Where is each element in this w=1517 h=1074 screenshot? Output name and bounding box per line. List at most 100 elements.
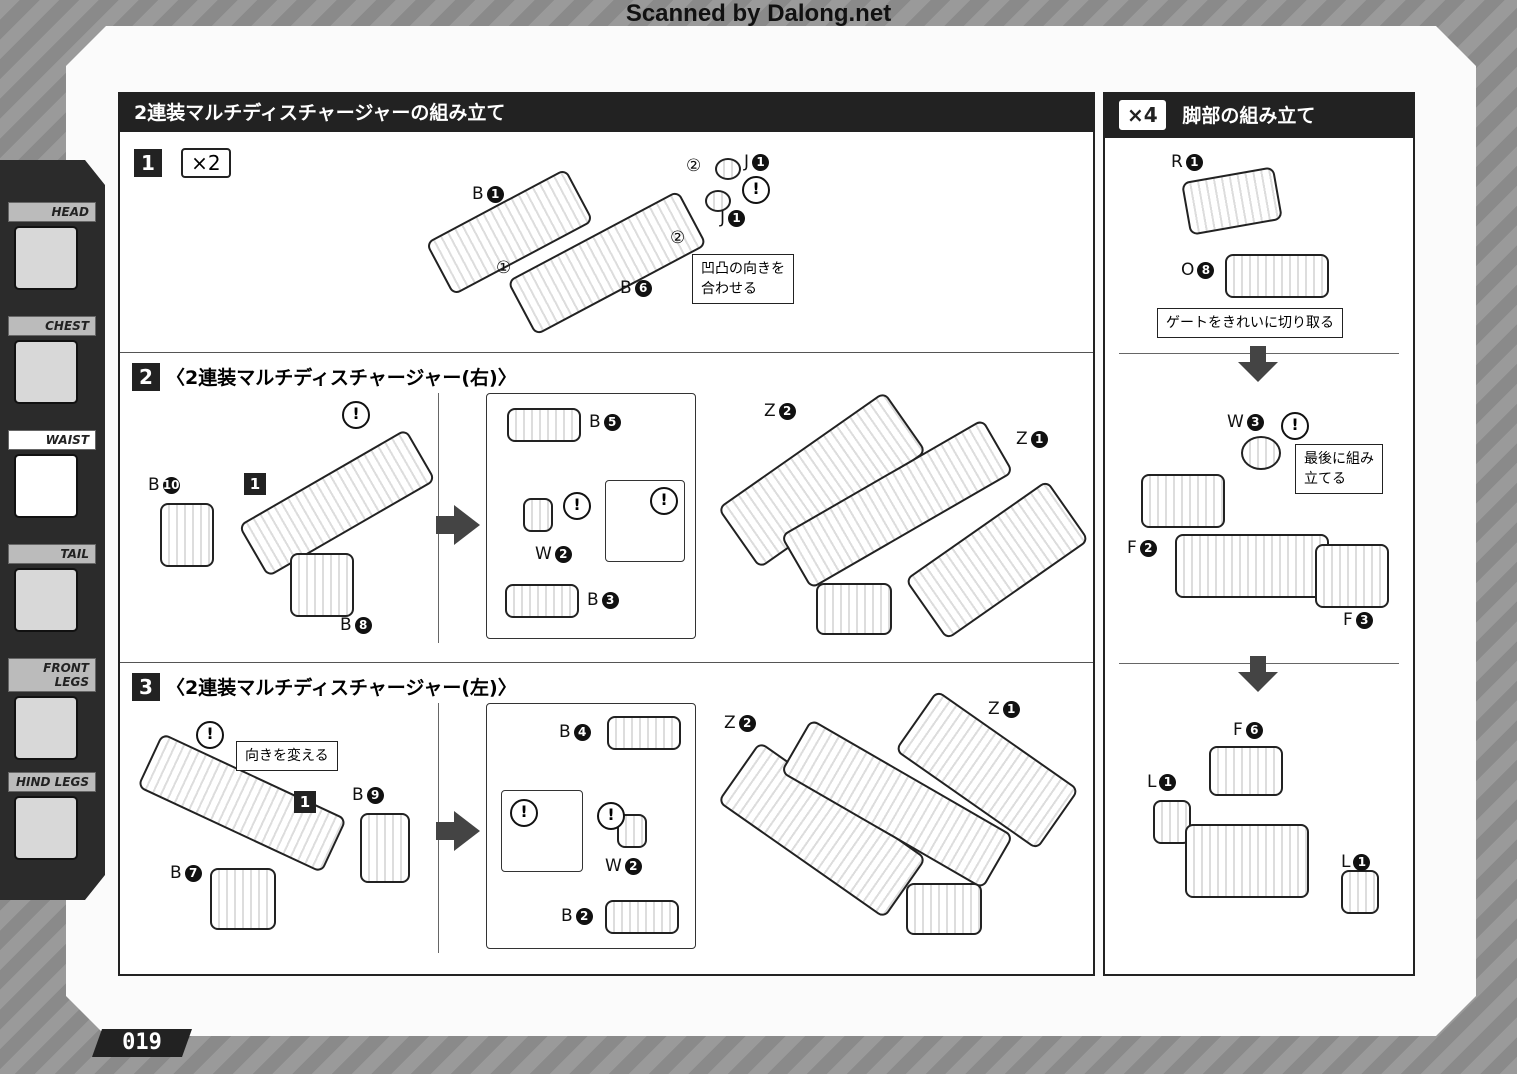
part-r1-claws [1181, 166, 1283, 236]
tail-icon [14, 568, 78, 632]
tab-hind-legs[interactable]: HIND LEGS [8, 772, 96, 860]
part-f2 [1141, 474, 1225, 528]
next-arrow-icon [436, 505, 480, 545]
part-w3 [1241, 436, 1281, 470]
part-b3 [505, 584, 579, 618]
section-header: ×4 脚部の組み立て [1105, 94, 1413, 138]
next-arrow-icon [436, 811, 480, 851]
warning-icon: ! [742, 176, 770, 204]
part-l1 [1153, 800, 1191, 844]
part-f6 [1209, 746, 1283, 796]
part-j1-ring [705, 190, 731, 212]
tab-tail[interactable]: TAIL [8, 544, 96, 632]
multiplier-badge: ×2 [181, 148, 231, 178]
part-b9 [360, 813, 410, 883]
tab-chest[interactable]: CHEST [8, 316, 96, 404]
subassembly-ref: 1 [244, 473, 266, 495]
front-legs-icon [14, 696, 78, 760]
part-f3 [1315, 544, 1389, 608]
down-arrow-icon [1238, 656, 1278, 692]
leg-assembly [1185, 824, 1309, 898]
tab-label: HIND LEGS [8, 772, 96, 792]
part-b2 [605, 900, 679, 934]
section-title: 2連装マルチディスチャージャーの組み立て [120, 94, 1093, 132]
assembly-step-marker: ① [496, 258, 512, 278]
tab-front-legs[interactable]: FRONT LEGS [8, 658, 96, 760]
warning-icon: ! [510, 799, 538, 827]
warning-icon: ! [597, 802, 625, 830]
tab-label: CHEST [8, 316, 96, 336]
part-b-block [906, 883, 982, 935]
page-number: 019 [92, 1029, 192, 1057]
step-heading: 3〈2連装マルチディスチャージャー(左)〉 [132, 673, 517, 701]
head-icon [14, 226, 78, 290]
warning-icon: ! [1281, 412, 1309, 440]
callout-align-notch: 凹凸の向きを 合わせる [692, 254, 794, 304]
part-l1 [1341, 870, 1379, 914]
down-arrow-icon [1238, 346, 1278, 382]
step-heading: 2〈2連装マルチディスチャージャー(右)〉 [132, 363, 517, 391]
step-number: 1 [134, 149, 162, 177]
chest-icon [14, 340, 78, 404]
orientation-detail: ! [501, 790, 583, 872]
part-b7 [210, 868, 276, 930]
part-r1-claws [1175, 534, 1329, 598]
watermark: Scanned by Dalong.net [625, 0, 892, 27]
section-sidebar: HEAD CHEST WAIST TAIL FRONT LEGS HIND LE… [0, 160, 105, 900]
assembly-step-marker: ② [686, 156, 702, 176]
tab-label: FRONT LEGS [8, 658, 96, 692]
tab-head[interactable]: HEAD [8, 202, 96, 290]
tab-label: WAIST [8, 430, 96, 450]
part-j1-ring [715, 158, 741, 180]
part-b-block [816, 583, 892, 635]
part-w2 [523, 498, 553, 532]
part-b10 [160, 503, 214, 567]
warning-icon: ! [650, 487, 678, 515]
orientation-detail: ! [605, 480, 685, 562]
tab-label: TAIL [8, 544, 96, 564]
subassembly-ref: 1 [294, 791, 316, 813]
warning-icon: ! [342, 401, 370, 429]
hind-legs-icon [14, 796, 78, 860]
section-title: 脚部の組み立て [1182, 105, 1316, 127]
assembly-step-marker: ② [670, 228, 686, 248]
tab-waist[interactable]: WAIST [8, 430, 96, 518]
tab-label: HEAD [8, 202, 96, 222]
part-b8 [290, 553, 354, 617]
part-o8-plate [1225, 254, 1329, 298]
part-b5 [507, 408, 581, 442]
warning-icon: ! [563, 492, 591, 520]
